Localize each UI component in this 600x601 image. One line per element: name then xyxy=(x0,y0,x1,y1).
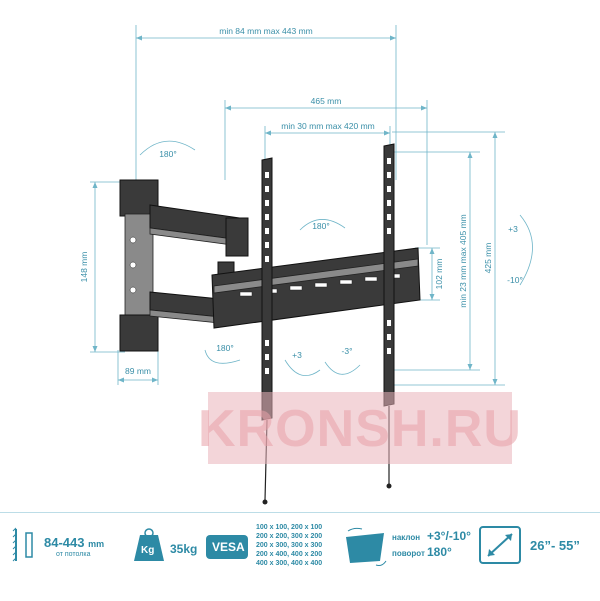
weight-icon xyxy=(134,528,164,561)
vesa-pattern: 200 x 400, 400 x 200 xyxy=(256,551,323,558)
dim-vesa-horizontal: min 30 mm max 420 mm xyxy=(281,121,375,131)
distance-value: 84-443 xyxy=(44,535,85,550)
dimension-labels: min 84 mm max 443 mm 465 mm min 30 mm ma… xyxy=(79,26,523,376)
distance-spec: 84-443 mm xyxy=(44,535,104,550)
vesa-pattern: 100 x 100, 200 x 100 xyxy=(256,524,323,531)
dimension-lines xyxy=(90,25,533,386)
tilt-minus-left-label: -3° xyxy=(342,346,353,356)
dim-plate-height: 425 mm xyxy=(483,243,493,274)
vesa-pattern-list: 100 x 100, 200 x 100 200 x 200, 300 x 20… xyxy=(256,523,322,568)
wall-distance-icon xyxy=(12,527,33,562)
dim-wall-distance: min 84 mm max 443 mm xyxy=(219,26,313,36)
vesa-label: VESA xyxy=(212,540,245,554)
watermark-text: KRONSH.RU xyxy=(198,400,522,458)
tilt-plus-left-label: +3 xyxy=(292,350,302,360)
screen-diagonal-icon xyxy=(479,526,521,564)
dim-total-width: 465 mm xyxy=(311,96,342,106)
vesa-pattern: 200 x 200, 300 x 200 xyxy=(256,533,323,540)
vesa-pattern: 400 x 300, 400 x 400 xyxy=(256,560,323,567)
vesa-badge xyxy=(206,535,248,559)
wall-plate xyxy=(119,179,159,352)
tilt-label: наклон xyxy=(392,533,421,542)
rotation-bottom-label: 180° xyxy=(216,343,234,353)
swivel-label: поворот xyxy=(392,549,425,558)
dim-arm-depth: 89 mm xyxy=(125,366,151,376)
mount-technical-drawing: min 84 mm max 443 mm 465 mm min 30 mm ma… xyxy=(79,25,533,505)
weight-value: 35kg xyxy=(170,542,198,556)
vertical-bracket-right xyxy=(383,143,395,489)
tilt-plus-right-label: +3 xyxy=(508,224,518,234)
dim-arm-height: 148 mm xyxy=(79,252,89,283)
rotation-center-label: 180° xyxy=(312,221,330,231)
distance-note: от потолка xyxy=(56,551,91,558)
tilt-swivel-icon xyxy=(346,527,387,566)
swivel-value: 180° xyxy=(427,545,452,559)
spec-bar: 84-443 mm от потолка Kg 35kg VESA 100 x … xyxy=(0,512,600,601)
dim-vesa-vertical: min 23 mm max 405 mm xyxy=(458,214,468,308)
vesa-pattern: 200 x 300, 300 x 300 xyxy=(256,542,323,549)
swing-arm xyxy=(149,204,249,325)
distance-unit: mm xyxy=(88,539,105,549)
tilt-minus-right-label: -10° xyxy=(507,275,523,285)
screen-size-value: 26”- 55” xyxy=(530,538,580,553)
weight-icon-label: Kg xyxy=(141,545,155,556)
dim-rail-height: 102 mm xyxy=(434,259,444,290)
tilt-value: +3°/-10° xyxy=(427,529,471,543)
rotation-top-label: 180° xyxy=(159,149,177,159)
watermark: KRONSH.RU xyxy=(198,392,522,464)
